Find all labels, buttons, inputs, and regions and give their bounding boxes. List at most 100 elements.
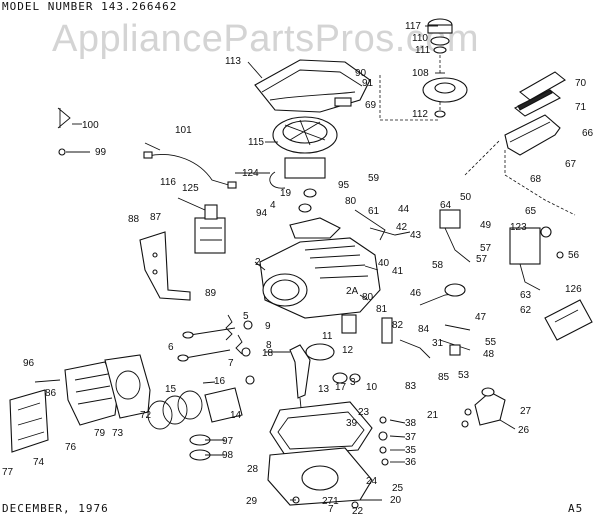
flywheel — [272, 116, 338, 154]
label-2: 2 — [255, 257, 261, 268]
label-5: 5 — [243, 311, 249, 322]
label-101: 101 — [175, 125, 192, 136]
label-15: 15 — [165, 384, 177, 395]
ignition-wire — [143, 151, 237, 189]
label-38: 38 — [405, 418, 417, 429]
label-112: 112 — [412, 109, 428, 120]
governor-linkage — [354, 209, 564, 291]
label-16: 16 — [214, 376, 226, 387]
label-50: 50 — [460, 192, 472, 203]
label-7: 7 — [228, 358, 234, 369]
label-77: 77 — [2, 467, 14, 478]
label-57-lower: 57 — [476, 254, 488, 265]
label-26: 26 — [518, 425, 530, 436]
label-10: 10 — [366, 382, 378, 393]
gasket-set-package — [544, 299, 593, 341]
label-125: 125 — [182, 183, 199, 194]
label-74: 74 — [33, 457, 45, 468]
label-9: 9 — [265, 321, 271, 332]
label-126: 126 — [565, 284, 582, 295]
label-79: 79 — [94, 428, 106, 439]
ignition-coil — [269, 157, 326, 213]
label-84: 84 — [418, 324, 430, 335]
label-80-upper: 80 — [345, 196, 357, 207]
label-115: 115 — [248, 137, 264, 148]
label-108: 108 — [412, 68, 429, 79]
label-80-lower: 80 — [362, 292, 374, 303]
blower-housing — [254, 59, 371, 113]
label-87: 87 — [150, 212, 162, 223]
label-62: 62 — [520, 305, 532, 316]
label-95: 95 — [338, 180, 350, 191]
leader-lines — [34, 25, 516, 501]
label-81: 81 — [376, 304, 388, 315]
label-2A: 2A — [346, 286, 359, 297]
label-21: 21 — [427, 410, 439, 421]
label-68: 68 — [530, 174, 542, 185]
label-36: 36 — [405, 457, 417, 468]
label-86: 86 — [45, 388, 57, 399]
label-70: 70 — [575, 78, 587, 89]
label-29: 29 — [246, 496, 258, 507]
label-59: 59 — [368, 173, 380, 184]
label-11: 11 — [322, 331, 333, 342]
label-4: 4 — [270, 200, 276, 211]
label-97: 97 — [222, 436, 234, 447]
label-67: 67 — [565, 159, 577, 170]
label-90: 90 — [355, 68, 367, 79]
label-73: 73 — [112, 428, 124, 439]
label-24: 24 — [366, 476, 378, 487]
label-14: 14 — [230, 410, 242, 421]
gas-line-kit — [57, 107, 90, 156]
cylinder-head — [9, 354, 151, 453]
label-82: 82 — [392, 320, 404, 331]
label-25: 25 — [392, 483, 404, 494]
label-40: 40 — [378, 258, 390, 269]
label-43: 43 — [410, 230, 422, 241]
label-19: 19 — [280, 188, 292, 199]
piston-rings — [147, 390, 211, 461]
label-17: 17 — [335, 382, 347, 393]
label-41: 41 — [392, 266, 404, 277]
label-69: 69 — [365, 100, 377, 111]
label-48: 48 — [483, 349, 495, 360]
watermark: AppliancePartsPros.com — [52, 18, 480, 60]
air-cleaner — [464, 71, 576, 216]
crankshaft — [289, 343, 361, 419]
label-66: 66 — [582, 128, 594, 139]
label-23: 23 — [358, 407, 370, 418]
label-39: 39 — [346, 418, 358, 429]
label-63: 63 — [520, 290, 532, 301]
engine-block — [259, 217, 381, 319]
label-6: 6 — [168, 342, 174, 353]
label-8: 8 — [266, 340, 272, 351]
label-37: 37 — [405, 432, 417, 443]
label-116: 116 — [160, 177, 176, 188]
label-94: 94 — [256, 208, 268, 219]
label-42: 42 — [396, 222, 408, 233]
label-44: 44 — [398, 204, 410, 215]
crankcase-cover — [267, 401, 373, 509]
label-47: 47 — [475, 312, 487, 323]
footer-ref: A5 — [568, 502, 584, 515]
label-110: 110 — [412, 33, 428, 44]
label-57-upper: 57 — [480, 243, 492, 254]
connecting-rod — [341, 283, 471, 359]
label-99: 99 — [95, 147, 107, 158]
label-13: 13 — [318, 384, 330, 395]
label-88: 88 — [128, 214, 140, 225]
label-31: 31 — [432, 338, 444, 349]
label-111: 111 — [415, 45, 431, 56]
label-96: 96 — [23, 358, 35, 369]
label-72: 72 — [140, 410, 152, 421]
label-64: 64 — [440, 200, 452, 211]
label-7-bottom: 7 — [328, 504, 334, 515]
oil-fill-cap — [378, 387, 506, 466]
label-20: 20 — [390, 495, 402, 506]
carburetor — [177, 197, 226, 254]
label-18: 18 — [262, 348, 274, 359]
label-117: 117 — [405, 21, 421, 32]
model-number: MODEL NUMBER 143.266462 — [2, 0, 178, 13]
part-labels: 113 90 91 69 117 110 111 108 112 70 71 6… — [2, 21, 594, 517]
label-124: 124 — [242, 168, 259, 179]
